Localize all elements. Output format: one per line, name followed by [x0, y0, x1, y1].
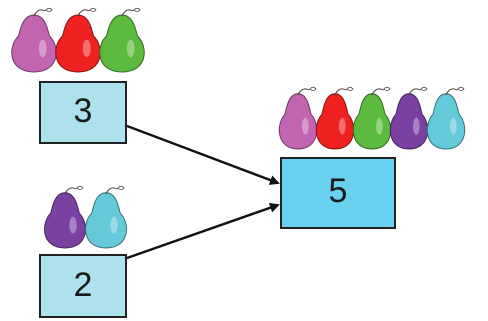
- pink-pear-icon: [278, 86, 318, 150]
- red-pear-icon: [55, 7, 101, 73]
- box-bottom: 2: [39, 254, 127, 318]
- cyan-pear-icon: [85, 185, 127, 249]
- pear-group-top: [11, 7, 145, 73]
- pink-pear-icon: [11, 7, 57, 73]
- pear-group-sum: [278, 86, 466, 150]
- purple-pear-icon: [389, 86, 429, 150]
- green-pear-icon: [352, 86, 392, 150]
- purple-pear-icon: [44, 185, 86, 249]
- red-pear-icon: [315, 86, 355, 150]
- green-pear-icon: [99, 7, 145, 73]
- box-bottom-number: 2: [74, 266, 93, 304]
- box-top-number: 3: [74, 92, 93, 130]
- box-sum-number: 5: [329, 172, 348, 210]
- arrow-top-to-sum: [126, 124, 280, 185]
- pear-group-bottom: [44, 185, 127, 249]
- arrow-bottom-to-sum: [126, 202, 280, 260]
- box-sum: 5: [280, 157, 396, 229]
- box-top: 3: [39, 81, 127, 144]
- cyan-pear-icon: [426, 86, 466, 150]
